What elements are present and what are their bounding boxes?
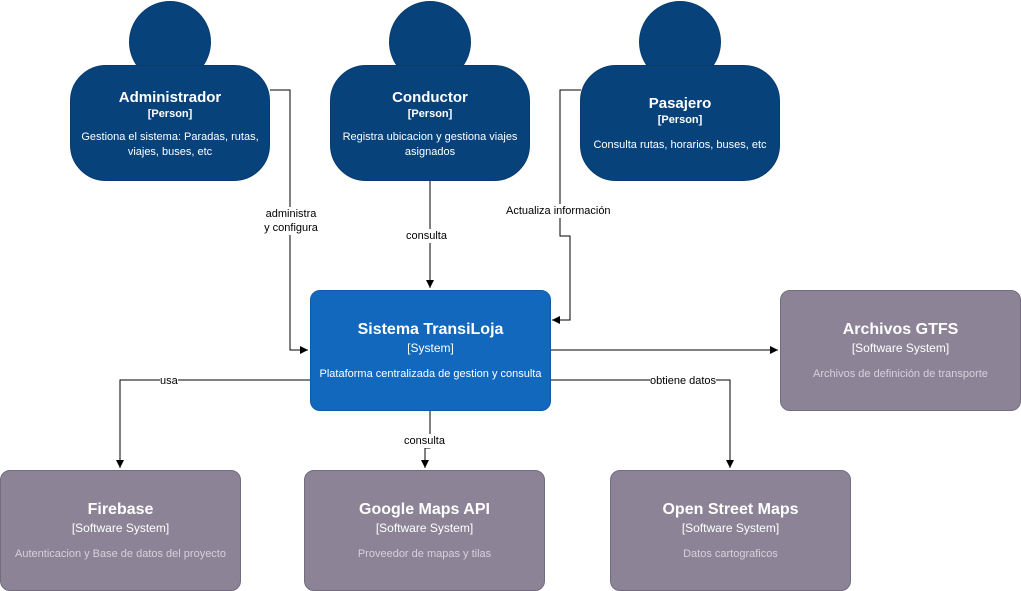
- person-name: Pasajero: [648, 95, 712, 112]
- external-type: [Software System]: [375, 521, 474, 535]
- external-description: Autenticacion y Base de datos del proyec…: [15, 548, 226, 560]
- person-administrador[interactable]: Administrador [Person] Gestiona el siste…: [70, 65, 270, 181]
- edge-system-firebase: [116, 379, 311, 468]
- external-google-maps-api[interactable]: Google Maps API [Software System] Provee…: [304, 470, 545, 591]
- external-firebase[interactable]: Firebase [Software System] Autenticacion…: [0, 470, 241, 591]
- external-name: Firebase: [87, 501, 154, 518]
- edge-system-googlemaps: [421, 410, 431, 468]
- edge-label-actualiza: Actualiza información: [506, 204, 611, 218]
- edge-label-line1: administra: [265, 208, 317, 220]
- external-open-street-maps[interactable]: Open Street Maps [Software System] Datos…: [610, 470, 851, 591]
- person-conductor[interactable]: Conductor [Person] Registra ubicacion y …: [330, 65, 530, 181]
- external-name: Open Street Maps: [662, 501, 799, 518]
- system-transiloja[interactable]: Sistema TransiLoja [System] Plataforma c…: [310, 290, 551, 411]
- person-type: [Person]: [407, 108, 453, 120]
- external-description: Archivos de definición de transporte: [813, 368, 988, 380]
- system-name: Sistema TransiLoja: [357, 321, 504, 338]
- edge-label-obtiene-datos: obtiene datos: [650, 374, 717, 388]
- edge-label-line2: y configura: [264, 222, 318, 234]
- edge-label-text: obtiene datos: [650, 375, 717, 387]
- external-type: [Software System]: [851, 341, 950, 355]
- edge-label-text: Actualiza información: [506, 205, 611, 217]
- external-name: Google Maps API: [359, 501, 490, 518]
- external-archivos-gtfs[interactable]: Archivos GTFS [Software System] Archivos…: [780, 290, 1021, 411]
- person-description: Consulta rutas, horarios, buses, etc: [593, 139, 767, 151]
- system-type: [System]: [407, 341, 454, 355]
- external-type: [Software System]: [71, 521, 170, 535]
- person-name: Conductor: [392, 89, 468, 106]
- edge-system-osm: [550, 379, 734, 468]
- external-description: Datos cartograficos: [683, 548, 778, 560]
- edge-label-consulta-conductor: consulta: [406, 229, 447, 243]
- person-type: [Person]: [657, 114, 703, 126]
- edge-label-text: consulta: [406, 230, 447, 242]
- edge-pasajero-system: [552, 89, 581, 324]
- edge-label-text: consulta: [404, 435, 445, 447]
- external-name: Archivos GTFS: [842, 321, 959, 338]
- person-description: Gestiona el sistema: Paradas, rutas, via…: [81, 131, 259, 158]
- person-pasajero[interactable]: Pasajero [Person] Consulta rutas, horari…: [580, 65, 780, 181]
- edge-label-text: usa: [160, 375, 178, 387]
- external-type: [Software System]: [681, 521, 780, 535]
- person-description: Registra ubicacion y gestiona viajes asi…: [342, 131, 518, 158]
- person-type: [Person]: [147, 108, 193, 120]
- edge-label-usa: usa: [160, 374, 178, 388]
- edge-label-consulta-maps: consulta: [404, 434, 445, 448]
- system-description: Plataforma centralizada de gestion y con…: [319, 368, 542, 380]
- person-name: Administrador: [118, 89, 222, 106]
- edge-label-administra: administra y configura: [258, 207, 324, 235]
- external-description: Proveedor de mapas y tilas: [357, 548, 492, 560]
